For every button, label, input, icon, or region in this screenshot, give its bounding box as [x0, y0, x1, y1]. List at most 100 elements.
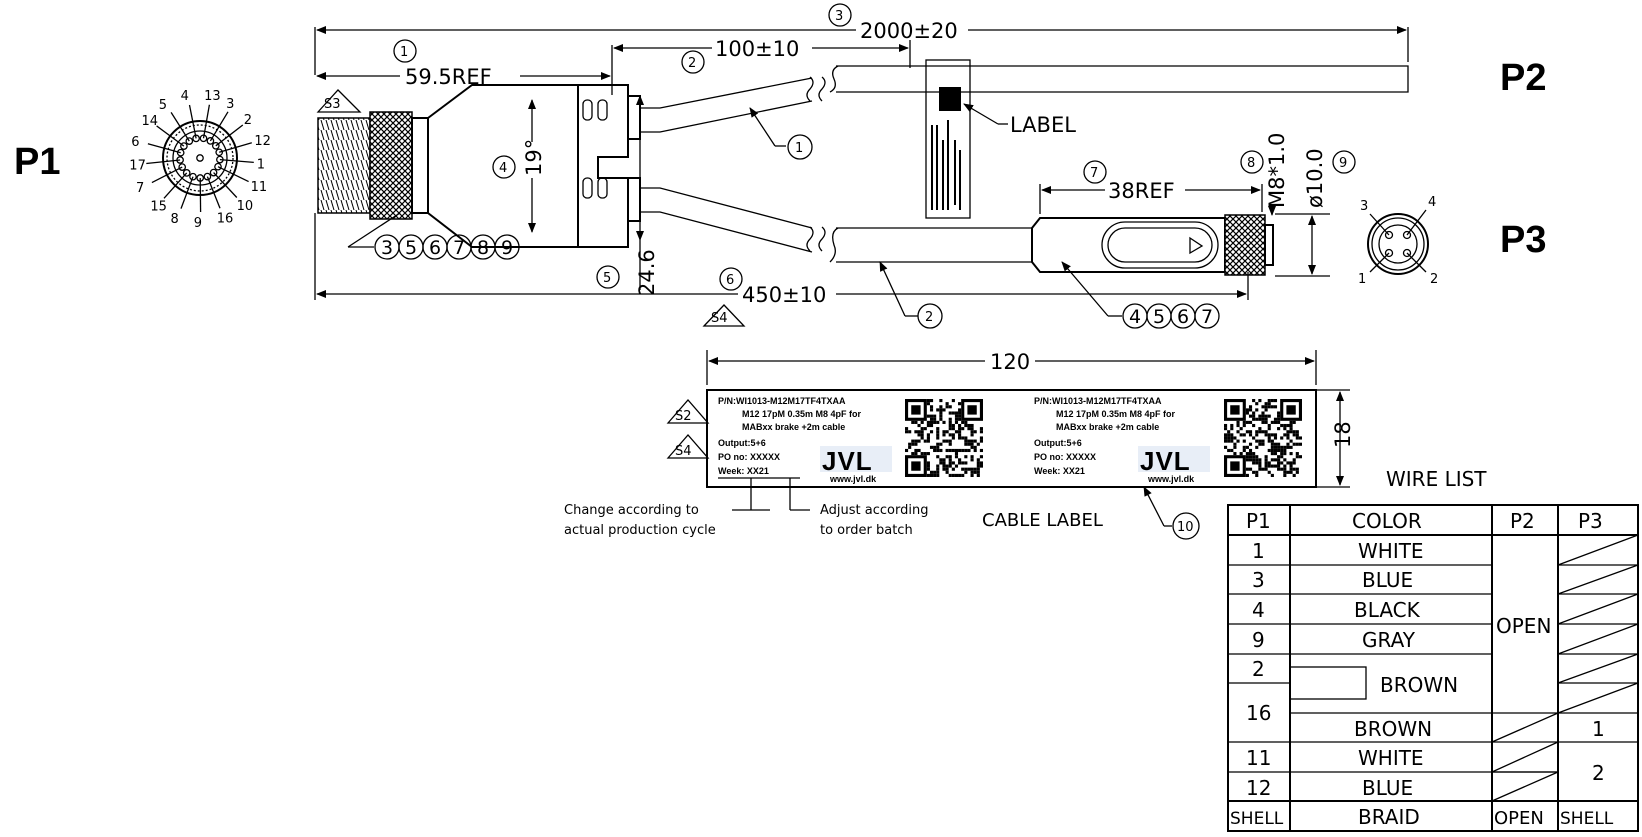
svg-text:S4: S4 — [675, 444, 692, 459]
wire-list-text: P1 COLOR P2 P3 1 WHITE 3 BLUE 4 BLACK 9 … — [1230, 509, 1614, 829]
cable-label-detail — [706, 389, 1317, 488]
port-label-p1: P1 — [14, 141, 60, 183]
p1-pin-label: 6 — [131, 135, 139, 150]
svg-text:3: 3 — [835, 9, 843, 24]
revision-triangle-s2 — [666, 399, 710, 424]
dim-diameter: ø10.0 — [1303, 148, 1327, 208]
svg-text:BROWN: BROWN — [1354, 717, 1432, 741]
revision-triangle-s4 — [702, 304, 746, 327]
svg-text:4: 4 — [499, 161, 507, 176]
wire-list-title: WIRE LIST — [1386, 467, 1487, 491]
p1-pin-label: 13 — [204, 89, 221, 104]
svg-text:P2: P2 — [1510, 509, 1535, 533]
p1-pin-label: 2 — [244, 113, 252, 128]
svg-text:www.jvl.dk: www.jvl.dk — [1147, 474, 1195, 484]
svg-text:M12 17pM 0.35m M8 4pF for: M12 17pM 0.35m M8 4pF for — [1056, 409, 1176, 419]
revision-triangle-s4-label — [666, 434, 710, 459]
p1-pin-label: 17 — [129, 159, 146, 174]
svg-text:9: 9 — [1339, 156, 1347, 171]
svg-text:SHELL: SHELL — [1560, 809, 1614, 829]
p1-pin-label: 14 — [142, 114, 159, 129]
p1-pin — [214, 162, 222, 171]
svg-text:1: 1 — [400, 45, 408, 60]
dim-split-length: 100±10 — [715, 37, 799, 61]
svg-text:2: 2 — [925, 310, 933, 325]
svg-text:MABxx brake +2m cable: MABxx brake +2m cable — [1056, 422, 1159, 432]
dim-width-24: 24.6 — [635, 249, 659, 296]
dim-total-length: 2000±20 — [860, 19, 958, 43]
balloon-9 — [1332, 150, 1356, 174]
qr-code-right — [1224, 399, 1302, 477]
p1-pin — [189, 172, 197, 181]
svg-text:PO no: XXXXX: PO no: XXXXX — [718, 452, 780, 462]
svg-text:Week: XX21: Week: XX21 — [1034, 466, 1085, 476]
svg-text:PO no: XXXXX: PO no: XXXXX — [1034, 452, 1096, 462]
jvl-logo-left: JVL — [822, 446, 873, 476]
balloon-2-dim — [681, 50, 705, 74]
port-label-p3: P3 — [1500, 219, 1546, 261]
dim-thread: M8*1.0 — [1265, 133, 1289, 208]
balloon-2-cable — [917, 303, 943, 329]
svg-text:9: 9 — [1252, 628, 1265, 652]
svg-text:M12 17pM 0.35m M8 4pF for: M12 17pM 0.35m M8 4pF for — [742, 409, 862, 419]
svg-text:8: 8 — [1247, 156, 1255, 171]
svg-text:P/N:WI1013-M12M17TF4TXAA: P/N:WI1013-M12M17TF4TXAA — [1034, 396, 1162, 406]
cable-label-title: CABLE LABEL — [982, 510, 1103, 531]
svg-text:WHITE: WHITE — [1358, 746, 1424, 770]
note-adjust-1: Adjust according — [820, 503, 928, 518]
p1-pin — [209, 168, 218, 177]
p3-socket-body — [1031, 214, 1274, 276]
revision-triangle-s3 — [316, 89, 362, 113]
dim-label-height: 18 — [1331, 421, 1355, 448]
note-change-1: Change according to — [564, 503, 699, 518]
p2-cable — [640, 65, 1409, 133]
svg-text:2: 2 — [1592, 761, 1605, 785]
p1-pin-label: 9 — [194, 216, 202, 231]
svg-text:COLOR: COLOR — [1352, 509, 1422, 533]
dim-label-width: 120 — [990, 350, 1030, 374]
dim-ref-38: 38REF — [1108, 179, 1175, 203]
svg-text:SHELL: SHELL — [1230, 809, 1284, 829]
p1-pin-label: 3 — [226, 97, 234, 112]
svg-text:12: 12 — [1246, 776, 1271, 800]
svg-text:2: 2 — [1252, 657, 1265, 681]
balloon-1-dim — [393, 39, 417, 63]
svg-text:OPEN: OPEN — [1496, 614, 1551, 638]
svg-text:BRAID: BRAID — [1358, 805, 1420, 829]
svg-text:P/N:WI1013-M12M17TF4TXAA: P/N:WI1013-M12M17TF4TXAA — [718, 396, 846, 406]
callout-label: LABEL — [1010, 113, 1076, 137]
p1-pin-label: 1 — [257, 157, 265, 172]
p1-pin — [178, 163, 187, 171]
svg-text:Week: XX21: Week: XX21 — [718, 466, 769, 476]
balloon-6-dim — [719, 267, 743, 291]
svg-text:BLUE: BLUE — [1362, 568, 1413, 592]
p1-pin-label: 7 — [136, 181, 144, 196]
svg-text:P1: P1 — [1246, 509, 1271, 533]
svg-text:www.jvl.dk: www.jvl.dk — [829, 474, 877, 484]
balloon-1-cable — [787, 134, 813, 160]
balloon-3 — [828, 3, 852, 27]
p1-pin-label: 5 — [159, 98, 167, 113]
p1-pin-label: 11 — [251, 180, 268, 195]
p1-pin-label: 4 — [181, 89, 189, 104]
balloon-number: 7 — [453, 237, 465, 259]
p1-pin — [215, 148, 224, 157]
svg-text:10: 10 — [1177, 520, 1194, 535]
svg-text:S4: S4 — [711, 311, 728, 326]
label-text-right: P/N:WI1013-M12M17TF4TXAA M12 17pM 0.35m … — [1034, 396, 1210, 484]
svg-text:P3: P3 — [1578, 509, 1603, 533]
balloon-number: 7 — [1201, 306, 1213, 328]
jvl-logo-right: JVL — [1140, 446, 1191, 476]
svg-text:BROWN: BROWN — [1380, 673, 1458, 697]
svg-text:1: 1 — [795, 141, 803, 156]
balloon-number: 3 — [381, 237, 393, 259]
svg-text:BLUE: BLUE — [1362, 776, 1413, 800]
p1-pin-label: 16 — [217, 211, 234, 226]
balloon-7 — [1083, 160, 1107, 184]
svg-text:2: 2 — [1430, 272, 1438, 287]
balloon-number: 8 — [477, 237, 489, 259]
svg-text:OPEN: OPEN — [1494, 808, 1544, 829]
balloon-number: 6 — [429, 237, 441, 259]
